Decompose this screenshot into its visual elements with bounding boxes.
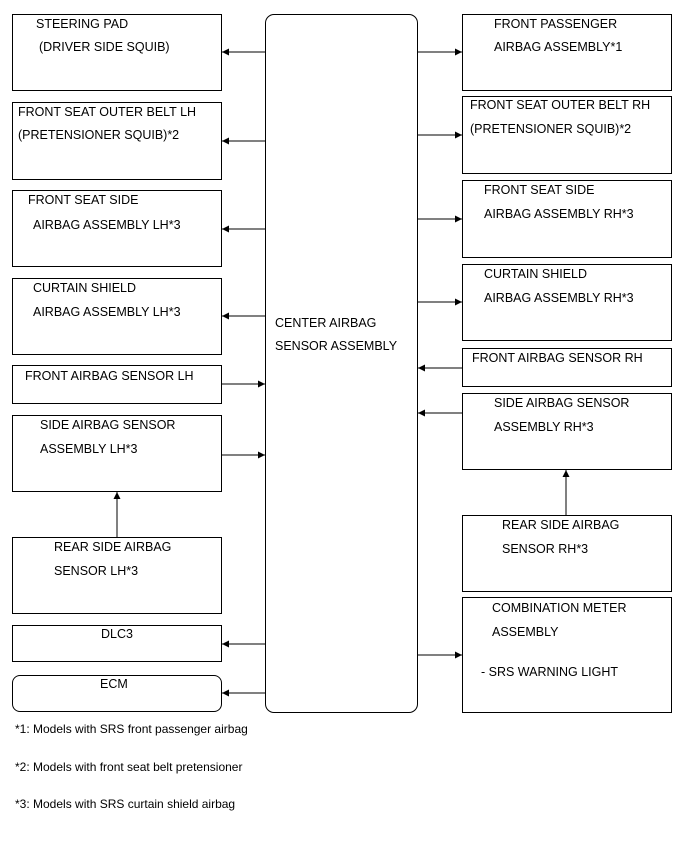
center-airbag-sensor-assembly <box>265 14 418 713</box>
side-sensor-lh-line2: ASSEMBLY LH*3 <box>40 442 138 456</box>
side-airbag-lh-line1: FRONT SEAT SIDE <box>28 193 139 207</box>
side-sensor-rh-line1: SIDE AIRBAG SENSOR <box>494 396 630 410</box>
center-label-line1: CENTER AIRBAG <box>275 316 377 330</box>
curtain-lh-line2: AIRBAG ASSEMBLY LH*3 <box>33 305 181 319</box>
ecm-label: ECM <box>100 677 128 691</box>
belt-rh-box <box>462 96 672 174</box>
center-label-line2: SENSOR ASSEMBLY <box>275 339 398 353</box>
front-sensor-lh-line1: FRONT AIRBAG SENSOR LH <box>25 369 194 383</box>
steering-pad-box <box>12 14 222 91</box>
rear-side-sensor-lh-box <box>12 537 222 614</box>
side-airbag-rh-line1: FRONT SEAT SIDE <box>484 183 595 197</box>
side-airbag-lh-box <box>12 190 222 267</box>
side-sensor-lh-line1: SIDE AIRBAG SENSOR <box>40 418 176 432</box>
dlc3-box <box>12 625 222 662</box>
rear-side-sensor-lh-line1: REAR SIDE AIRBAG <box>54 540 172 554</box>
footnote-1: *1: Models with SRS front passenger airb… <box>15 722 248 736</box>
combo-meter-line1: COMBINATION METER <box>492 601 627 615</box>
side-airbag-lh-line2: AIRBAG ASSEMBLY LH*3 <box>33 218 181 232</box>
curtain-rh-box <box>462 264 672 341</box>
side-sensor-rh-line2: ASSEMBLY RH*3 <box>494 420 594 434</box>
rear-side-sensor-rh-line1: REAR SIDE AIRBAG <box>502 518 620 532</box>
passenger-airbag-line1: FRONT PASSENGER <box>494 17 618 31</box>
steering-pad-line2: (DRIVER SIDE SQUIB) <box>39 40 170 54</box>
dlc3-label: DLC3 <box>101 627 133 641</box>
footnote-2: *2: Models with front seat belt pretensi… <box>15 760 243 774</box>
passenger-airbag-box <box>462 14 672 91</box>
belt-rh-line2: (PRETENSIONER SQUIB)*2 <box>470 122 632 136</box>
belt-lh-line2: (PRETENSIONER SQUIB)*2 <box>18 128 180 142</box>
belt-lh-box <box>12 102 222 180</box>
belt-lh-line1: FRONT SEAT OUTER BELT LH <box>18 105 197 119</box>
side-airbag-rh-line2: AIRBAG ASSEMBLY RH*3 <box>484 207 634 221</box>
steering-pad-line1: STEERING PAD <box>36 17 129 31</box>
front-sensor-lh-box <box>12 365 222 404</box>
belt-rh-line1: FRONT SEAT OUTER BELT RH <box>470 98 651 112</box>
rear-side-sensor-lh-line2: SENSOR LH*3 <box>54 564 139 578</box>
side-sensor-lh-box <box>12 415 222 492</box>
front-sensor-rh-box <box>462 348 672 387</box>
passenger-airbag-line2: AIRBAG ASSEMBLY*1 <box>494 40 623 54</box>
curtain-rh-line2: AIRBAG ASSEMBLY RH*3 <box>484 291 634 305</box>
ecm-box <box>12 675 222 712</box>
curtain-rh-line1: CURTAIN SHIELD <box>484 267 588 281</box>
combo-meter-box <box>462 597 672 713</box>
side-airbag-rh-box <box>462 180 672 258</box>
side-sensor-rh-box <box>462 393 672 470</box>
rear-side-sensor-rh-line2: SENSOR RH*3 <box>502 542 589 556</box>
curtain-lh-line1: CURTAIN SHIELD <box>33 281 137 295</box>
combo-meter-line2: ASSEMBLY <box>492 625 559 639</box>
rear-side-sensor-rh-box <box>462 515 672 592</box>
combo-meter-line3: - SRS WARNING LIGHT <box>481 665 619 679</box>
curtain-lh-box <box>12 278 222 355</box>
front-sensor-rh-line1: FRONT AIRBAG SENSOR RH <box>472 351 643 365</box>
footnote-3: *3: Models with SRS curtain shield airba… <box>15 797 236 811</box>
